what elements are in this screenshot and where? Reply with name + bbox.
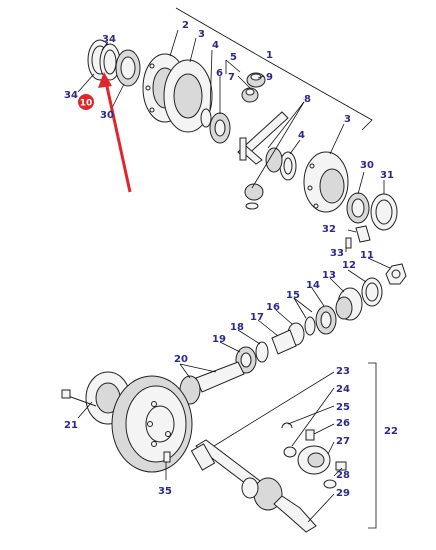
callout-13: 13 xyxy=(322,270,336,281)
callout-30-upper: 30 xyxy=(100,110,114,121)
diff-case-part-3-upper xyxy=(163,59,213,133)
callout-1: 1 xyxy=(266,50,273,61)
side-gear-part-6 xyxy=(209,112,231,144)
clip-part-24 xyxy=(283,446,297,458)
cross-shaft-part-8 xyxy=(237,111,289,165)
callout-31: 31 xyxy=(380,170,394,181)
callout-19: 19 xyxy=(212,334,226,345)
bolt-part-35 xyxy=(163,451,171,463)
callout-33: 33 xyxy=(330,248,344,259)
callout-21: 21 xyxy=(64,420,78,431)
callout-24: 24 xyxy=(336,384,350,395)
leader-lines xyxy=(77,29,391,523)
callout-5: 5 xyxy=(230,52,237,63)
callout-2: 2 xyxy=(182,20,189,31)
bearing-part-18 xyxy=(255,341,269,363)
callout-4-upper: 4 xyxy=(212,40,219,51)
thrust-washer-part-4-right xyxy=(279,151,297,181)
bracket-assembly-1 xyxy=(175,7,373,131)
seal-part-12 xyxy=(361,277,383,307)
side-gear-right xyxy=(265,147,283,173)
callout-25: 25 xyxy=(336,402,350,413)
callout-16: 16 xyxy=(266,302,280,313)
diff-case-part-3-right xyxy=(303,151,349,213)
shim-part-15 xyxy=(304,316,316,336)
callout-35: 35 xyxy=(158,486,172,497)
callout-15: 15 xyxy=(286,290,300,301)
callout-3-upper: 3 xyxy=(198,29,205,40)
callout-3-right: 3 xyxy=(344,114,351,125)
pinion-gear-part-7 xyxy=(241,87,259,103)
callout-29: 29 xyxy=(336,488,350,499)
callout-34-top: 34 xyxy=(102,34,116,45)
needle-cap-part-26 xyxy=(305,429,315,441)
callout-14: 14 xyxy=(306,280,320,291)
callout-20: 20 xyxy=(174,354,188,365)
callout-9: 9 xyxy=(266,72,273,83)
callout-labels: 2 3 4 5 1 6 7 9 8 4 3 34 34 30 30 31 32 … xyxy=(64,20,398,499)
output-shaft-part-29 xyxy=(273,495,317,533)
callout-4-right: 4 xyxy=(298,130,305,141)
bearing-part-30-upper xyxy=(115,49,141,87)
pinion-gear-lower xyxy=(244,183,264,210)
bearing-part-19 xyxy=(235,346,257,374)
callout-32: 32 xyxy=(322,224,336,235)
thrust-washer-part-4-upper xyxy=(200,108,212,128)
pinion-shaft-part-20 xyxy=(179,361,245,405)
callout-12: 12 xyxy=(342,260,356,271)
crown-wheel xyxy=(111,375,193,473)
callout-26: 26 xyxy=(336,418,350,429)
bearing-part-14 xyxy=(315,305,337,335)
bracket-assembly-5 xyxy=(225,59,241,74)
callout-28: 28 xyxy=(336,470,350,481)
callout-18: 18 xyxy=(230,322,244,333)
highlight-arrow xyxy=(98,72,132,193)
callout-11: 11 xyxy=(360,250,374,261)
callout-8: 8 xyxy=(304,94,311,105)
callout-30-right: 30 xyxy=(360,160,374,171)
nut-part-11 xyxy=(385,263,407,285)
bearing-part-30-right xyxy=(346,192,370,224)
bracket-assembly-22 xyxy=(368,362,377,529)
pinion-gear-part-9 xyxy=(246,72,266,88)
bearing-part-13 xyxy=(335,287,363,321)
callout-34: 34 xyxy=(64,90,78,101)
bearing-cup-part-31 xyxy=(370,193,398,231)
highlight-marker-part-10: 10 xyxy=(78,94,94,110)
callout-6: 6 xyxy=(216,68,223,79)
callout-22: 22 xyxy=(384,426,398,437)
callout-23: 23 xyxy=(336,366,350,377)
callout-27: 27 xyxy=(336,436,350,447)
bolt-part-21 xyxy=(61,389,97,407)
cap-part-28 xyxy=(323,461,347,489)
callout-10: 10 xyxy=(80,99,93,109)
universal-joint-yoke xyxy=(241,477,283,511)
circlip-part-25 xyxy=(281,422,293,429)
bolt-part-33 xyxy=(345,237,352,249)
lock-plate-part-32 xyxy=(355,225,371,243)
callout-17: 17 xyxy=(250,312,264,323)
cross-spider-part-27 xyxy=(297,445,331,475)
callout-7: 7 xyxy=(228,72,235,83)
